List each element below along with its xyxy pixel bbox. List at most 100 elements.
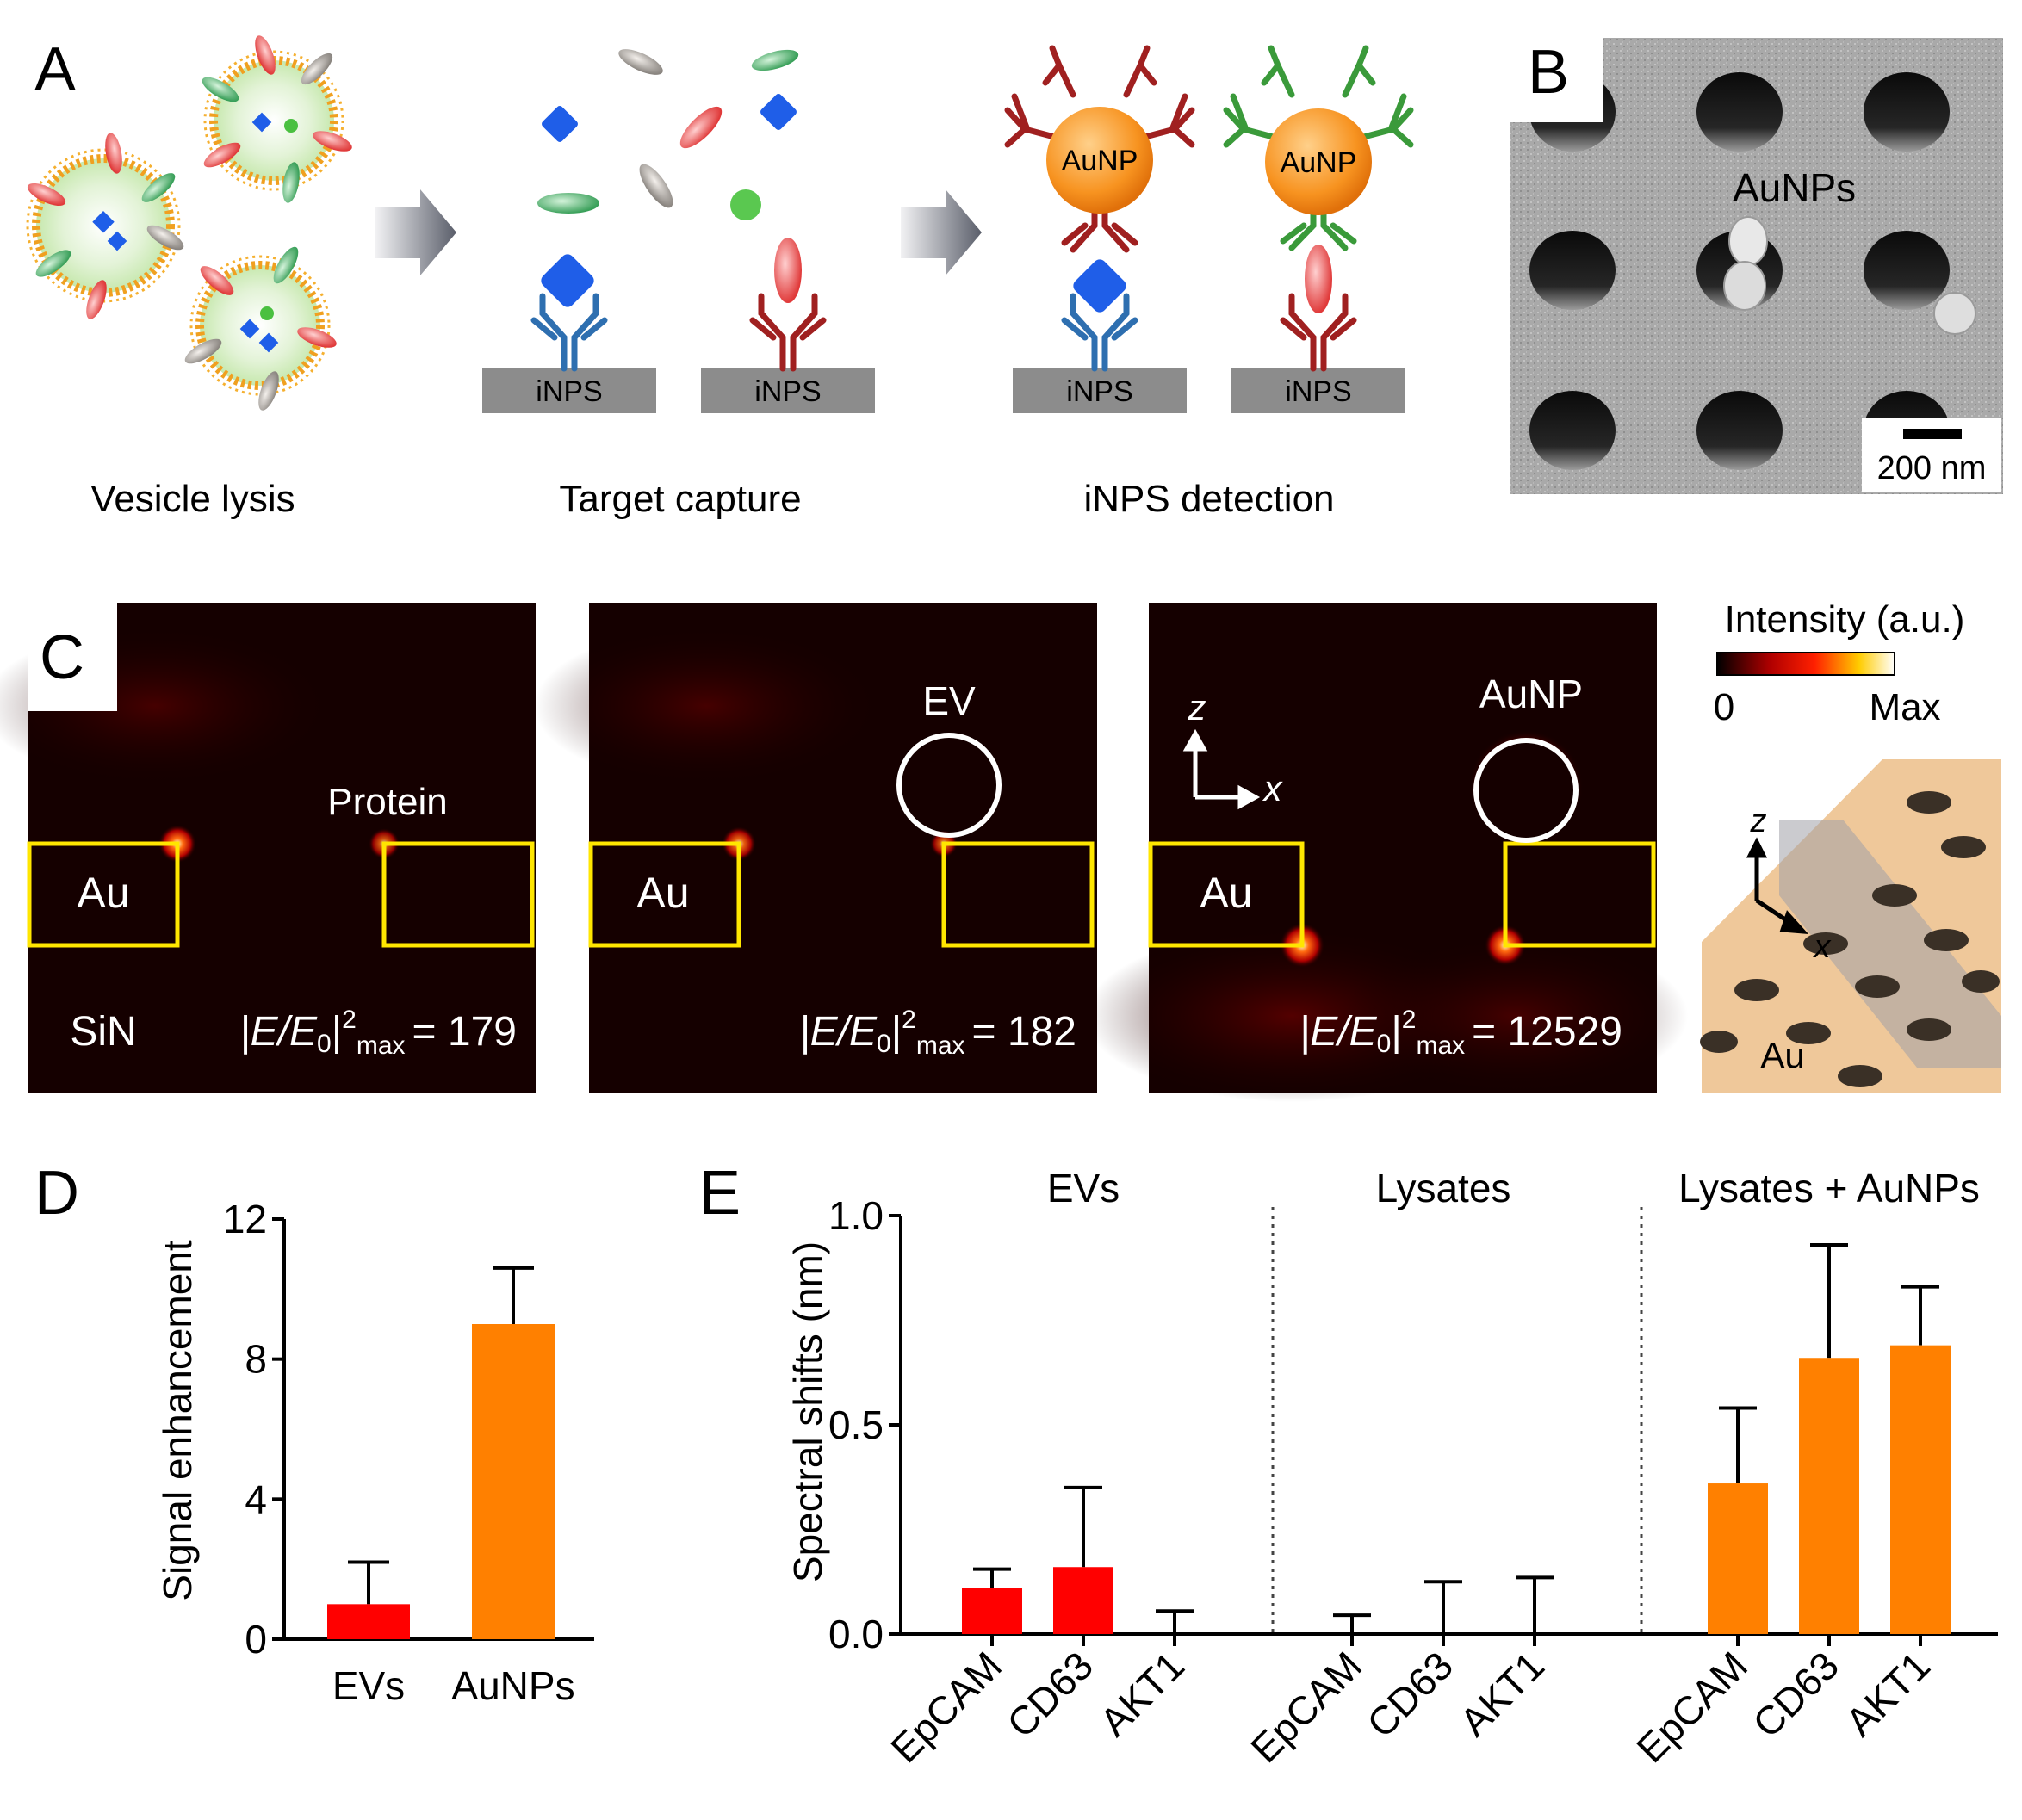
svg-text:iNPS: iNPS — [536, 375, 602, 408]
svg-text:z: z — [1750, 803, 1767, 839]
chart-e: E Spectral shifts (nm) 0.0 0.5 1.0 EVs Lysa… — [699, 1159, 1998, 1771]
gray-protein-icon — [618, 49, 663, 75]
inps-substrate-3: iNPS — [1013, 368, 1187, 413]
y-tick-label: 0 — [245, 1617, 267, 1662]
field-enhancement-formula: |E/E0|2max= 179 — [239, 1006, 517, 1060]
svg-text:AuNP: AuNP — [1281, 146, 1357, 179]
field-map-3: AuNP z x Au |E/E0|2max= 12529 — [1085, 603, 1688, 1102]
bar-cd63 — [1799, 1358, 1859, 1634]
x-tick-label: CD63 — [1358, 1643, 1461, 1746]
green-protein-icon — [730, 189, 761, 220]
svg-text:iNPS: iNPS — [1066, 375, 1132, 408]
svg-text:SiN: SiN — [70, 1009, 136, 1055]
field-enhancement-formula: |E/E0|2max= 12529 — [1299, 1006, 1622, 1060]
antibody-icon — [1280, 293, 1357, 372]
chart-d-ylabel: Signal enhancement — [155, 1240, 200, 1601]
y-tick-label: 8 — [245, 1337, 267, 1382]
panel-label-c: C — [40, 623, 84, 692]
aunp-particle — [1723, 216, 1976, 335]
step-label-vesicle-lysis: Vesicle lysis — [90, 478, 295, 520]
blue-protein-icon — [1073, 259, 1126, 313]
arrow-right-icon — [901, 189, 982, 275]
x-tick-label: CD63 — [1744, 1643, 1847, 1746]
step-label-target-capture: Target capture — [559, 478, 801, 520]
svg-text:Max: Max — [1869, 686, 1940, 728]
svg-text:Au: Au — [1200, 869, 1252, 917]
green-protein-icon — [751, 49, 799, 71]
bar-aunps — [472, 1324, 555, 1639]
gray-protein-icon — [639, 164, 673, 208]
svg-text:0: 0 — [1714, 686, 1734, 728]
aunp-red: AuNP — [1004, 45, 1195, 214]
bar-cd63 — [1053, 1567, 1113, 1634]
y-tick-label: 0.0 — [828, 1612, 884, 1656]
svg-text:Au: Au — [1760, 1035, 1804, 1075]
inps-substrate-2: iNPS — [701, 368, 875, 413]
chart-d: D Signal enhancement 0 4 8 12 EVs AuNPs — [34, 1159, 594, 1708]
y-tick-label: 4 — [245, 1476, 267, 1521]
panel-label-d: D — [34, 1159, 79, 1228]
x-tick-label: AKT1 — [1837, 1643, 1938, 1744]
y-tick-label: 0.5 — [828, 1402, 884, 1447]
chart-e-ylabel: Spectral shifts (nm) — [785, 1241, 830, 1582]
bar-epcam — [1708, 1483, 1768, 1634]
antibody-icon — [1061, 193, 1138, 253]
bar-akt1 — [1890, 1345, 1951, 1634]
svg-text:iNPS: iNPS — [754, 375, 821, 408]
antibody-icon — [1280, 196, 1357, 251]
green-protein-icon — [537, 193, 599, 214]
y-tick-label: 12 — [223, 1197, 267, 1241]
svg-text:Protein: Protein — [327, 781, 447, 823]
inps-substrate-4: iNPS — [1231, 368, 1405, 413]
panel-label-b: B — [1528, 38, 1569, 107]
red-protein-icon — [679, 106, 723, 149]
svg-text:EV: EV — [922, 678, 976, 723]
group-label: Lysates — [1376, 1166, 1511, 1210]
panel-label-e: E — [699, 1159, 741, 1228]
x-tick-label: AuNPs — [451, 1663, 574, 1708]
svg-text:Intensity (a.u.): Intensity (a.u.) — [1725, 598, 1965, 641]
aunp-green: AuNP — [1223, 45, 1414, 215]
vesicle-3 — [184, 246, 337, 411]
svg-text:AuNP: AuNP — [1062, 145, 1138, 177]
vesicle-2 — [202, 35, 352, 203]
svg-text:AuNP: AuNP — [1479, 672, 1583, 716]
red-protein-icon — [1305, 245, 1332, 313]
antibody-icon — [749, 293, 827, 372]
svg-text:iNPS: iNPS — [1285, 375, 1351, 408]
intensity-colorbar: Intensity (a.u.) 0 Max — [1714, 598, 1965, 728]
x-tick-label: EpCAM — [1242, 1643, 1370, 1771]
group-label: EVs — [1047, 1166, 1120, 1210]
field-enhancement-formula: |E/E0|2max= 182 — [799, 1006, 1076, 1060]
arrow-right-icon — [375, 189, 456, 275]
blue-protein-icon — [760, 94, 797, 130]
step-label-inps-detection: iNPS detection — [1083, 478, 1334, 520]
group-label: Lysates + AuNPs — [1678, 1166, 1980, 1210]
svg-text:x: x — [1813, 929, 1833, 965]
x-tick-label: EpCAM — [1628, 1643, 1756, 1771]
panel-label-a: A — [34, 35, 76, 104]
x-tick-label: EVs — [332, 1663, 405, 1708]
svg-text:Au: Au — [636, 869, 689, 917]
antibody-icon — [1061, 293, 1138, 372]
x-tick-label: CD63 — [998, 1643, 1101, 1746]
field-map-1: C Protein Au SiN |E/E0|2max= 179 — [0, 603, 536, 1093]
svg-text:z: z — [1188, 687, 1206, 727]
antibody-icon — [530, 293, 608, 372]
y-tick-label: 1.0 — [828, 1193, 884, 1238]
svg-text:x: x — [1262, 768, 1284, 808]
x-tick-label: EpCAM — [882, 1643, 1010, 1771]
red-protein-icon — [774, 238, 802, 303]
scale-bar-label: 200 nm — [1877, 450, 1987, 486]
field-map-2: EV Au |E/E0|2max= 182 — [534, 603, 1097, 1093]
panel-b-sem-image: B AuNPs 200 nm — [1510, 38, 2003, 494]
scale-bar — [1903, 429, 1962, 439]
vesicle-1 — [26, 133, 184, 319]
blue-protein-icon — [541, 254, 594, 307]
nanohole-schematic: z x Au — [1700, 759, 2001, 1093]
panel-a: A — [26, 35, 1414, 520]
svg-text:Au: Au — [77, 869, 129, 917]
axis-icon — [1182, 728, 1261, 810]
inps-substrate-1: iNPS — [482, 368, 656, 413]
aunps-annotation: AuNPs — [1733, 165, 1856, 210]
